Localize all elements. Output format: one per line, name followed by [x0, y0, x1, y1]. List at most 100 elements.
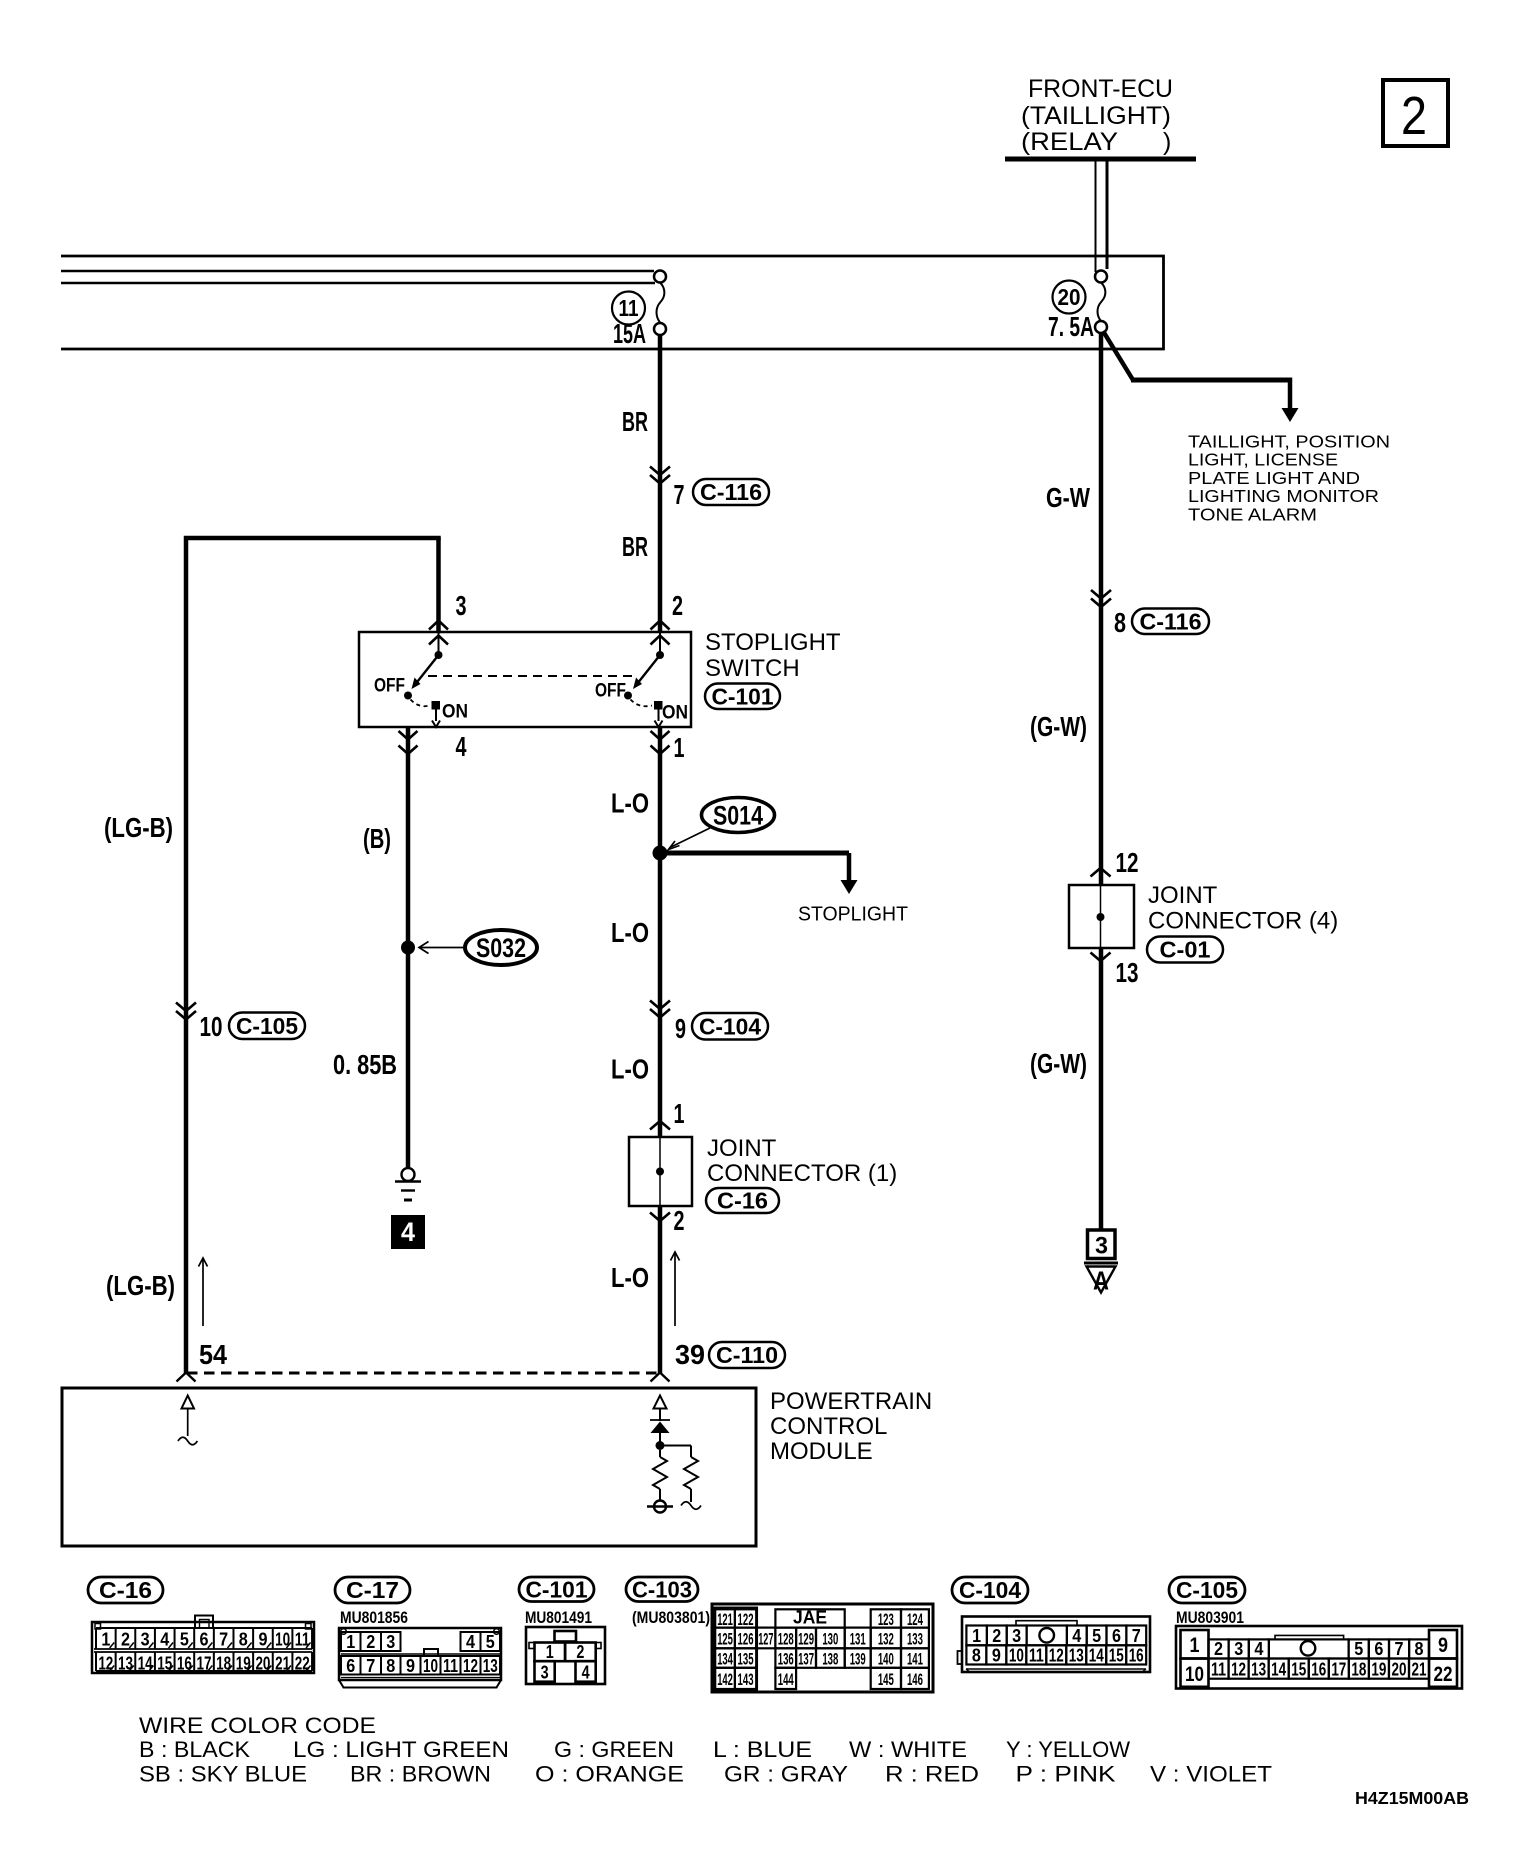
- svg-text:C-104: C-104: [699, 1013, 761, 1039]
- svg-text:20: 20: [1058, 284, 1081, 310]
- svg-text:4: 4: [582, 1663, 590, 1683]
- svg-text:7: 7: [219, 1630, 228, 1650]
- svg-text:124: 124: [907, 1611, 923, 1629]
- svg-text:1: 1: [972, 1626, 981, 1646]
- svg-text:C-116: C-116: [1140, 608, 1202, 634]
- svg-text:CONNECTOR (1): CONNECTOR (1): [707, 1160, 897, 1187]
- svg-text:22: 22: [295, 1654, 310, 1674]
- svg-text:3: 3: [1012, 1626, 1021, 1646]
- svg-text:2: 2: [992, 1626, 1001, 1646]
- svg-text:8: 8: [1114, 607, 1126, 638]
- svg-text:4: 4: [160, 1630, 169, 1650]
- svg-text:H4Z15M00AB: H4Z15M00AB: [1355, 1788, 1469, 1808]
- svg-text:142: 142: [717, 1671, 733, 1689]
- svg-text:PLATE LIGHT AND: PLATE LIGHT AND: [1188, 468, 1360, 488]
- svg-text:C-104: C-104: [959, 1577, 1021, 1603]
- svg-text:LG : LIGHT GREEN: LG : LIGHT GREEN: [293, 1737, 509, 1762]
- svg-text:2: 2: [576, 1642, 584, 1662]
- svg-text:C-116: C-116: [700, 479, 762, 505]
- svg-text:134: 134: [717, 1651, 733, 1669]
- svg-text:125: 125: [717, 1630, 733, 1648]
- svg-text:10: 10: [423, 1656, 438, 1676]
- svg-text:16: 16: [177, 1654, 192, 1674]
- svg-text:Y : YELLOW: Y : YELLOW: [1006, 1737, 1131, 1762]
- svg-text:2: 2: [121, 1630, 130, 1650]
- svg-text:P : PINK: P : PINK: [1016, 1762, 1116, 1787]
- svg-text:16: 16: [1311, 1660, 1326, 1680]
- svg-text:129: 129: [798, 1630, 814, 1648]
- svg-text:9: 9: [258, 1630, 267, 1650]
- svg-text:12: 12: [1231, 1660, 1246, 1680]
- svg-text:OFF: OFF: [374, 676, 405, 697]
- svg-text:CONNECTOR (4): CONNECTOR (4): [1148, 908, 1338, 935]
- svg-text:B : BLACK: B : BLACK: [139, 1737, 250, 1762]
- svg-text:(G-W): (G-W): [1030, 711, 1087, 742]
- svg-text:14: 14: [138, 1654, 153, 1674]
- svg-text:POWERTRAIN: POWERTRAIN: [770, 1388, 932, 1415]
- svg-text:136: 136: [778, 1651, 794, 1669]
- svg-text:G : GREEN: G : GREEN: [554, 1737, 674, 1762]
- svg-text:1: 1: [101, 1630, 110, 1650]
- svg-text:11: 11: [619, 295, 639, 321]
- svg-text:21: 21: [1412, 1660, 1427, 1680]
- svg-text:STOPLIGHT: STOPLIGHT: [798, 903, 908, 926]
- svg-text:9: 9: [992, 1646, 1001, 1666]
- svg-text:O : ORANGE: O : ORANGE: [535, 1762, 684, 1787]
- svg-text:10: 10: [1185, 1663, 1204, 1686]
- svg-text:7: 7: [674, 479, 685, 510]
- svg-text:13: 13: [1116, 957, 1139, 988]
- svg-text:S014: S014: [713, 801, 763, 831]
- svg-text:15: 15: [157, 1654, 172, 1674]
- svg-text:13: 13: [483, 1656, 498, 1676]
- svg-text:MU801856: MU801856: [340, 1608, 408, 1627]
- svg-text:7: 7: [1395, 1639, 1404, 1659]
- svg-text:12: 12: [1049, 1646, 1064, 1666]
- svg-text:4: 4: [401, 1217, 415, 1247]
- svg-text:C-101: C-101: [526, 1576, 588, 1602]
- svg-text:39: 39: [675, 1339, 705, 1370]
- svg-text:135: 135: [738, 1651, 754, 1669]
- svg-text:(MU803801): (MU803801): [632, 1608, 710, 1627]
- svg-text:8: 8: [1415, 1639, 1424, 1659]
- svg-text:19: 19: [236, 1654, 251, 1674]
- svg-text:3: 3: [141, 1630, 150, 1650]
- svg-text:130: 130: [822, 1630, 838, 1648]
- svg-text:143: 143: [738, 1671, 754, 1689]
- svg-text:ON: ON: [442, 702, 468, 723]
- svg-text:FRONT-ECU: FRONT-ECU: [1028, 75, 1173, 103]
- svg-text:9: 9: [1438, 1634, 1448, 1657]
- svg-text:13: 13: [118, 1654, 133, 1674]
- svg-text:1: 1: [674, 1098, 685, 1129]
- svg-text:3: 3: [456, 590, 467, 621]
- svg-text:CONTROL: CONTROL: [770, 1413, 887, 1440]
- svg-text:20: 20: [255, 1654, 270, 1674]
- svg-text:(TAILLIGHT): (TAILLIGHT): [1021, 102, 1171, 130]
- svg-text:JAE: JAE: [793, 1608, 827, 1628]
- svg-text:4: 4: [1072, 1626, 1081, 1646]
- svg-text:144: 144: [778, 1671, 794, 1689]
- svg-text:15: 15: [1109, 1646, 1124, 1666]
- svg-text:3: 3: [386, 1632, 395, 1652]
- svg-text:(G-W): (G-W): [1030, 1048, 1087, 1079]
- svg-text:12: 12: [463, 1656, 478, 1676]
- svg-text:19: 19: [1371, 1660, 1386, 1680]
- svg-text:12: 12: [98, 1654, 113, 1674]
- svg-text:3: 3: [1234, 1639, 1243, 1659]
- svg-text:R : RED: R : RED: [885, 1762, 979, 1787]
- svg-text:C-105: C-105: [1176, 1577, 1238, 1603]
- svg-text:121: 121: [717, 1611, 733, 1629]
- svg-text:WIRE COLOR CODE: WIRE COLOR CODE: [139, 1713, 376, 1738]
- svg-text:123: 123: [878, 1611, 894, 1629]
- svg-text:L-O: L-O: [611, 1262, 649, 1293]
- svg-text:C-103: C-103: [632, 1576, 692, 1602]
- svg-text:ON: ON: [662, 703, 688, 724]
- svg-text:L-O: L-O: [611, 1054, 649, 1085]
- svg-text:MODULE: MODULE: [770, 1438, 873, 1465]
- svg-text:14: 14: [1271, 1660, 1286, 1680]
- svg-text:6: 6: [1112, 1626, 1121, 1646]
- svg-text:5: 5: [1354, 1639, 1363, 1659]
- svg-text:17: 17: [1331, 1660, 1346, 1680]
- svg-text:2: 2: [1401, 86, 1427, 146]
- svg-text:SB : SKY BLUE: SB : SKY BLUE: [139, 1762, 307, 1787]
- svg-text:C-17: C-17: [346, 1577, 399, 1603]
